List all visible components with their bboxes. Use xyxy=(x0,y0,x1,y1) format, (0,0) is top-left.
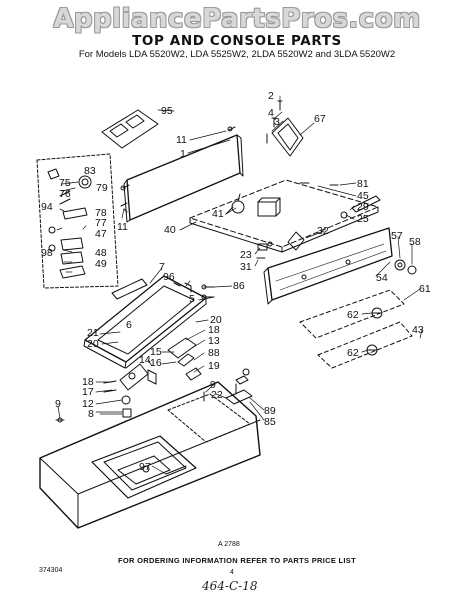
callout-11-b: 11 xyxy=(117,221,128,233)
callout-47: 47 xyxy=(95,228,107,240)
callout-5: 5 xyxy=(189,293,195,305)
callout-9-b: 9 xyxy=(210,379,216,391)
page-subtitle: For Models LDA 5520W2, LDA 5525W2, 2LDA … xyxy=(78,49,396,60)
callout-67: 67 xyxy=(314,113,326,125)
callout-31: 31 xyxy=(240,261,252,273)
page-title: TOP AND CONSOLE PARTS xyxy=(132,33,342,49)
callout-43: 43 xyxy=(412,324,424,336)
part-23-31-clips xyxy=(256,241,273,259)
watermark: AppliancePartsPros.com xyxy=(53,4,421,34)
callout-9-a: 9 xyxy=(55,398,61,410)
callout-40: 40 xyxy=(164,224,176,236)
callout-79: 79 xyxy=(96,182,108,194)
callout-6: 6 xyxy=(126,319,132,331)
part-top-cabinet xyxy=(39,381,261,529)
part-40-console-base xyxy=(189,179,379,253)
callout-13: 13 xyxy=(208,335,220,347)
callout-76: 76 xyxy=(59,188,71,200)
callout-77: 77 xyxy=(95,217,107,229)
part-lid-switch-assembly xyxy=(119,337,202,391)
page-number: 4 xyxy=(230,569,234,576)
part-1-console-panel xyxy=(123,134,244,223)
callout-41: 41 xyxy=(212,208,224,220)
callout-3: 3 xyxy=(274,116,280,128)
inset-switch-parts xyxy=(36,153,119,289)
callout-16: 16 xyxy=(150,357,162,369)
callout-88: 88 xyxy=(208,347,220,359)
callout-20-b: 20 xyxy=(87,338,99,350)
callout-12: 12 xyxy=(82,398,94,410)
callout-29: 29 xyxy=(357,201,369,213)
part-41-timer xyxy=(225,193,281,217)
callout-48: 48 xyxy=(95,247,107,259)
part-97-tube xyxy=(165,465,187,475)
callout-4: 4 xyxy=(268,107,274,119)
callout-22: 22 xyxy=(211,389,223,401)
part-54-control-panel xyxy=(263,227,393,305)
part-22-89-85 xyxy=(225,368,253,405)
callout-17: 17 xyxy=(82,386,94,398)
callout-8: 8 xyxy=(88,408,94,420)
callout-58: 58 xyxy=(409,236,421,248)
part-81-45-29-25-hardware xyxy=(287,182,381,251)
ordering-footnote: FOR ORDERING INFORMATION REFER TO PARTS … xyxy=(118,556,356,565)
callout-25: 25 xyxy=(357,213,369,225)
callout-85: 85 xyxy=(264,416,276,428)
callout-81: 81 xyxy=(357,178,369,190)
callout-49: 49 xyxy=(95,258,107,270)
callout-62-a: 62 xyxy=(347,309,359,321)
part-57-58-knob xyxy=(394,259,417,275)
part-95-bracket xyxy=(101,109,159,149)
callout-labels: 2 95 4 3 67 11 1 83 75 79 76 94 78 77 47… xyxy=(41,90,431,473)
callout-23: 23 xyxy=(240,249,252,261)
leader-lines xyxy=(56,95,423,475)
document-number: 374304 xyxy=(39,567,63,574)
callout-61: 61 xyxy=(419,283,431,295)
callout-86: 86 xyxy=(233,280,245,292)
callout-11-a: 11 xyxy=(176,134,187,146)
handwritten-note: 464-C-18 xyxy=(202,579,258,593)
callout-83: 83 xyxy=(84,165,96,177)
callout-21: 21 xyxy=(87,327,99,339)
part-67-end-cap xyxy=(271,117,304,157)
callout-62-b: 62 xyxy=(347,347,359,359)
callout-7: 7 xyxy=(159,261,165,273)
callout-75: 75 xyxy=(59,177,71,189)
callout-32: 32 xyxy=(317,225,329,237)
callout-98: 98 xyxy=(41,247,53,259)
callout-57: 57 xyxy=(391,230,403,242)
callout-1: 1 xyxy=(180,148,186,160)
part-7-96-hinge xyxy=(111,278,192,300)
callout-96: 96 xyxy=(163,271,175,283)
callout-89: 89 xyxy=(264,405,276,417)
callout-78: 78 xyxy=(95,207,107,219)
part-61-panel-back xyxy=(299,289,413,369)
callout-54: 54 xyxy=(376,272,388,284)
callout-97: 97 xyxy=(139,461,151,473)
callout-14: 14 xyxy=(139,354,151,366)
callout-45: 45 xyxy=(357,190,369,202)
callout-19: 19 xyxy=(208,360,220,372)
callout-18-a: 18 xyxy=(208,324,220,336)
callout-15: 15 xyxy=(150,346,162,358)
callout-95: 95 xyxy=(161,105,173,117)
callout-2: 2 xyxy=(268,90,274,102)
part-11-screws xyxy=(120,126,236,213)
part-18-17-12-hardware xyxy=(103,380,132,418)
callout-94: 94 xyxy=(41,201,53,213)
callout-18-b: 18 xyxy=(82,376,94,388)
part-5-86-screws xyxy=(201,284,215,300)
figure-reference: A 2788 xyxy=(218,541,240,548)
callout-20-a: 20 xyxy=(210,314,222,326)
